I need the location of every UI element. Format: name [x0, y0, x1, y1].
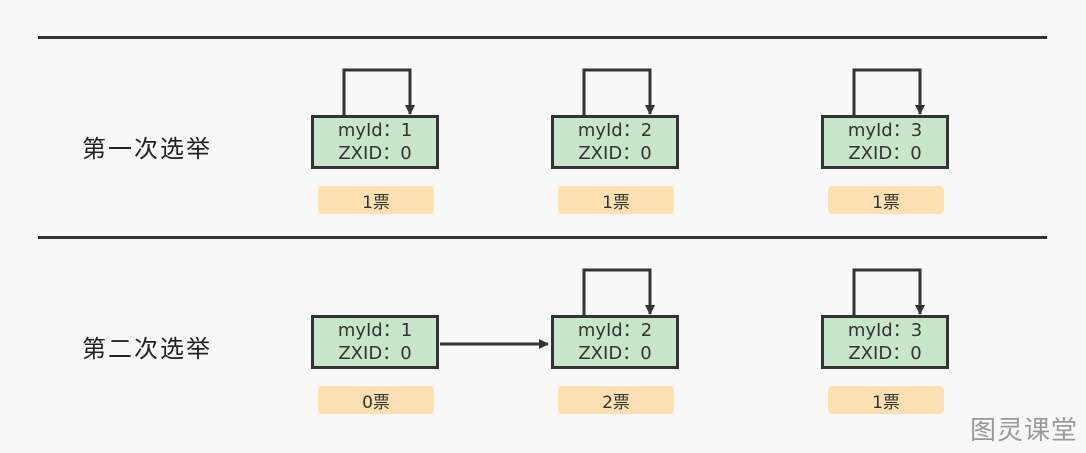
separator: ： — [622, 343, 641, 364]
zxid-label: ZXID — [338, 143, 383, 164]
myid-value: 3 — [910, 320, 923, 341]
zxid-label: ZXID — [338, 343, 383, 364]
separator: ： — [892, 343, 911, 364]
server-node-r2-1: myId：1 ZXID：0 — [311, 315, 439, 369]
myid-label: myId — [577, 320, 623, 341]
separator: ： — [382, 343, 401, 364]
myid-value: 1 — [400, 120, 413, 141]
watermark: 图灵课堂 — [969, 416, 1078, 446]
vote-count-r2-2: 2票 — [558, 386, 674, 414]
myid-label: myId — [847, 320, 893, 341]
vote-count-r2-1: 0票 — [318, 386, 434, 414]
myid-value: 2 — [640, 120, 653, 141]
vote-count-r1-2: 1票 — [558, 186, 674, 214]
myid-value: 3 — [910, 120, 923, 141]
server-node-r1-2: myId：2 ZXID：0 — [551, 115, 679, 169]
server-node-r1-3: myId：3 ZXID：0 — [821, 115, 949, 169]
zxid-value: 0 — [640, 143, 652, 164]
zxid-value: 0 — [400, 343, 412, 364]
server-node-r2-2: myId：2 ZXID：0 — [551, 315, 679, 369]
round-2-label: 第二次选举 — [82, 335, 212, 363]
zxid-label: ZXID — [578, 143, 623, 164]
zxid-label: ZXID — [578, 343, 623, 364]
server-node-r1-1: myId：1 ZXID：0 — [311, 115, 439, 169]
self-vote-arrow-r2-n3 — [852, 268, 925, 316]
zxid-label: ZXID — [848, 143, 893, 164]
self-vote-arrow-r2-n2 — [582, 268, 655, 316]
zxid-value: 0 — [910, 343, 922, 364]
zxid-value: 0 — [910, 143, 922, 164]
myid-label: myId — [337, 120, 383, 141]
separator: ： — [622, 120, 641, 141]
vote-count-r2-3: 1票 — [828, 386, 944, 414]
server-node-r2-3: myId：3 ZXID：0 — [821, 315, 949, 369]
vote-count-r1-1: 1票 — [318, 186, 434, 214]
separator: ： — [892, 120, 911, 141]
myid-value: 2 — [640, 320, 653, 341]
myid-label: myId — [337, 320, 383, 341]
top-divider — [38, 36, 1047, 39]
self-vote-arrow-r1-n3 — [852, 68, 925, 116]
myid-value: 1 — [400, 320, 413, 341]
separator: ： — [382, 320, 401, 341]
separator: ： — [622, 320, 641, 341]
separator: ： — [382, 143, 401, 164]
separator: ： — [382, 120, 401, 141]
zxid-label: ZXID — [848, 343, 893, 364]
separator: ： — [892, 320, 911, 341]
separator: ： — [892, 143, 911, 164]
zxid-value: 0 — [640, 343, 652, 364]
round-1-label: 第一次选举 — [82, 135, 212, 163]
self-vote-arrow-r1-n1 — [342, 68, 415, 116]
myid-label: myId — [577, 120, 623, 141]
self-vote-arrow-r1-n2 — [582, 68, 655, 116]
separator: ： — [622, 143, 641, 164]
myid-label: myId — [847, 120, 893, 141]
zxid-value: 0 — [400, 143, 412, 164]
vote-count-r1-3: 1票 — [828, 186, 944, 214]
middle-divider — [38, 236, 1047, 239]
